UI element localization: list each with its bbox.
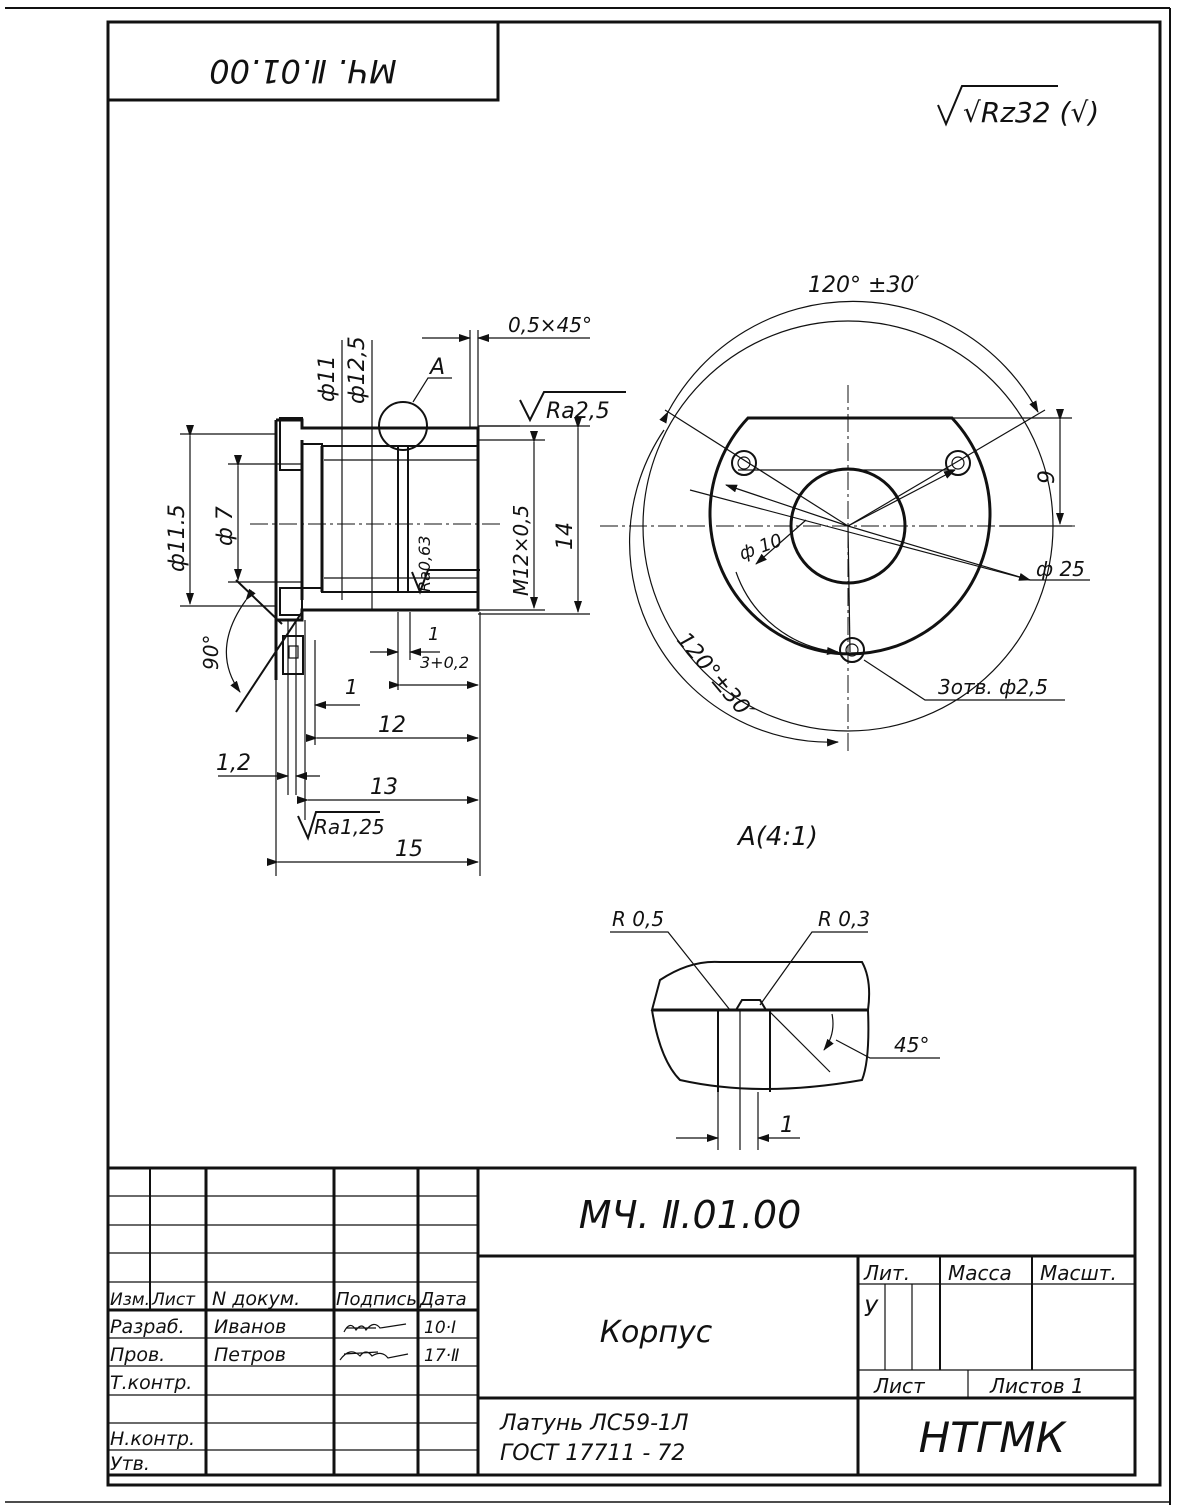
rough-ra063: Ra0,63 <box>415 535 434 592</box>
tb-row-date: 17·Ⅱ <box>424 1346 459 1366</box>
body-outline <box>708 416 992 656</box>
detail-ang45: 45° <box>894 1033 929 1057</box>
dim-h9: 9 <box>1035 470 1060 484</box>
leader-a: A <box>428 355 445 380</box>
tb-row-name: Иванов <box>214 1316 286 1338</box>
tb-row-role: Разраб. <box>110 1316 185 1338</box>
signature-ivanov <box>343 1323 407 1333</box>
ang-bot: 120°±30′ <box>671 628 757 724</box>
sheet-frame <box>5 7 1171 1505</box>
top-stamp-code: МЧ. Ⅱ.01.00 <box>209 52 396 90</box>
dim-d12-5: ф12,5 <box>345 336 370 404</box>
tb-sheet-label: Лист <box>873 1374 926 1398</box>
tb-head-list: Лист <box>151 1290 196 1310</box>
tb-code: МЧ. Ⅱ.01.00 <box>579 1193 802 1237</box>
dim-chamfer: 0,5×45° <box>508 313 592 337</box>
detail-r03: R 0,3 <box>818 907 870 931</box>
top-stamp: МЧ. Ⅱ.01.00 <box>106 20 500 102</box>
tb-material-1: Латунь ЛС59-1Л <box>499 1411 689 1436</box>
tb-row-role: Пров. <box>110 1344 165 1366</box>
dim-d7: ф 7 <box>213 506 238 546</box>
dim-l12: 12 <box>378 713 406 738</box>
rough-ra125: Ra1,25 <box>314 815 385 839</box>
shoulder-ring <box>282 635 304 675</box>
title-block: МЧ. Ⅱ.01.00 Корпус Латунь ЛС59-1Л ГОСТ 1… <box>106 1166 1137 1477</box>
front-view: 120° ±30′ 120°±30′ ф 10 ф 25 9 3отв. ф2,… <box>600 273 1090 755</box>
dim-thread: M12×0,5 <box>509 505 533 596</box>
tb-mass-label: Масса <box>948 1261 1012 1285</box>
detail-title: А(4:1) <box>736 822 818 852</box>
tb-head-doc: N докум. <box>212 1288 300 1310</box>
dim-one-a: 1 <box>428 624 439 645</box>
dim-l15: 15 <box>395 837 423 862</box>
tb-head-izm: Изм. <box>110 1290 150 1310</box>
dim-l13: 13 <box>370 775 398 800</box>
tb-row-role: Н.контр. <box>110 1428 195 1450</box>
hole-upper-right <box>945 450 971 476</box>
signature-petrov <box>339 1351 409 1361</box>
tb-scale-label: Масшт. <box>1040 1261 1117 1285</box>
tb-material-2: ГОСТ 17711 - 72 <box>500 1441 685 1466</box>
hole-bottom <box>839 637 865 663</box>
tb-org: НТГМК <box>919 1413 1068 1462</box>
tb-name: Корпус <box>600 1315 713 1350</box>
hole-upper-left <box>731 450 757 476</box>
dim-len14: 14 <box>553 522 578 550</box>
tb-head-sign: Подпись <box>336 1289 417 1310</box>
tb-lit-label: Лит. <box>863 1261 910 1285</box>
tb-row-date: 10·I <box>424 1318 456 1338</box>
dim-groove: 3+0,2 <box>420 653 469 672</box>
tb-row-role: Т.контр. <box>110 1372 192 1394</box>
tb-sheets-label: Листов 1 <box>989 1374 1084 1398</box>
default-roughness-text: √Rz32 (√) <box>963 96 1099 129</box>
detail-w1: 1 <box>780 1113 794 1138</box>
tb-head-date: Дата <box>419 1289 467 1310</box>
dim-l1-2: 1,2 <box>216 751 251 776</box>
dim-d11-5: ф11.5 <box>165 504 190 572</box>
rough-ra25: Ra2,5 <box>546 399 610 424</box>
dim-one-b: 1 <box>345 675 358 699</box>
tb-row-name: Петров <box>214 1344 286 1366</box>
detail-a: А(4:1) 1 R 0,5 R 0,3 45° <box>610 822 940 1150</box>
tb-row-role: Утв. <box>110 1453 150 1475</box>
section-view: A ф11 ф12,5 ф11.5 ф 7 M12×0,5 14 0,5×45°… <box>165 313 626 876</box>
detail-r05: R 0,5 <box>612 907 664 931</box>
holes-note: 3отв. ф2,5 <box>938 675 1048 699</box>
dim-ang90: 90° <box>199 635 223 670</box>
tb-lit-value: У <box>864 1297 879 1322</box>
default-roughness: √Rz32 (√) <box>937 85 1099 129</box>
ang-top: 120° ±30′ <box>808 273 919 298</box>
dim-d11: ф11 <box>315 355 340 402</box>
dim-d25: ф 25 <box>1036 557 1085 581</box>
